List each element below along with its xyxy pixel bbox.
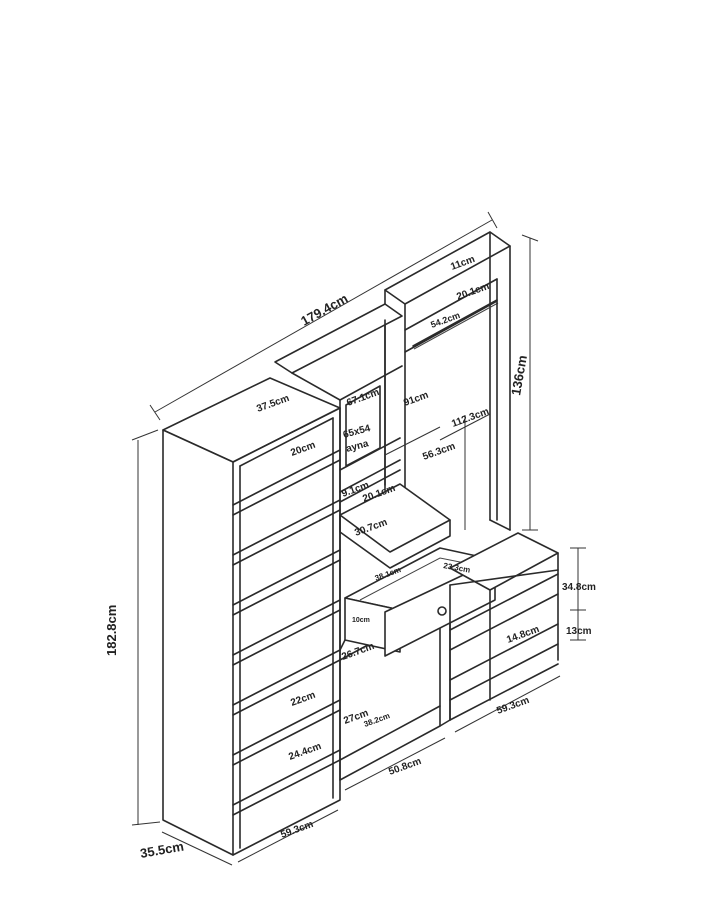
drawer bbox=[339, 547, 496, 657]
right-wardrobe-unit bbox=[384, 231, 511, 531]
label-shelf-top: 20cm bbox=[289, 440, 317, 459]
label-hang-width: 56.3cm bbox=[421, 441, 457, 463]
label-shelf-bottom: 24.4cm bbox=[287, 741, 323, 763]
middle-mirror-unit bbox=[274, 303, 451, 781]
label-rod-drop: 20.1cm bbox=[455, 281, 491, 303]
dimension-lines bbox=[131, 211, 586, 866]
label-right-height: 136cm bbox=[508, 354, 530, 396]
label-bench-leg: 13cm bbox=[566, 626, 592, 637]
label-total-width: 179.4cm bbox=[298, 291, 350, 329]
label-hang-height: 91cm bbox=[402, 390, 430, 409]
left-bookcase bbox=[162, 377, 341, 856]
label-hang-total: 112.3cm bbox=[450, 406, 490, 430]
label-shelf-mid: 22cm bbox=[289, 690, 317, 709]
right-bench-unit bbox=[449, 532, 559, 721]
label-bench-height: 34.8cm bbox=[562, 582, 596, 593]
label-lower-mid-height: 26.7cm bbox=[340, 641, 376, 663]
label-drawer-height: 10cm bbox=[352, 617, 370, 624]
label-total-height: 182.8cm bbox=[104, 605, 119, 656]
label-right-unit-width: 59.3cm bbox=[495, 695, 531, 717]
label-depth: 35.5cm bbox=[139, 839, 185, 861]
